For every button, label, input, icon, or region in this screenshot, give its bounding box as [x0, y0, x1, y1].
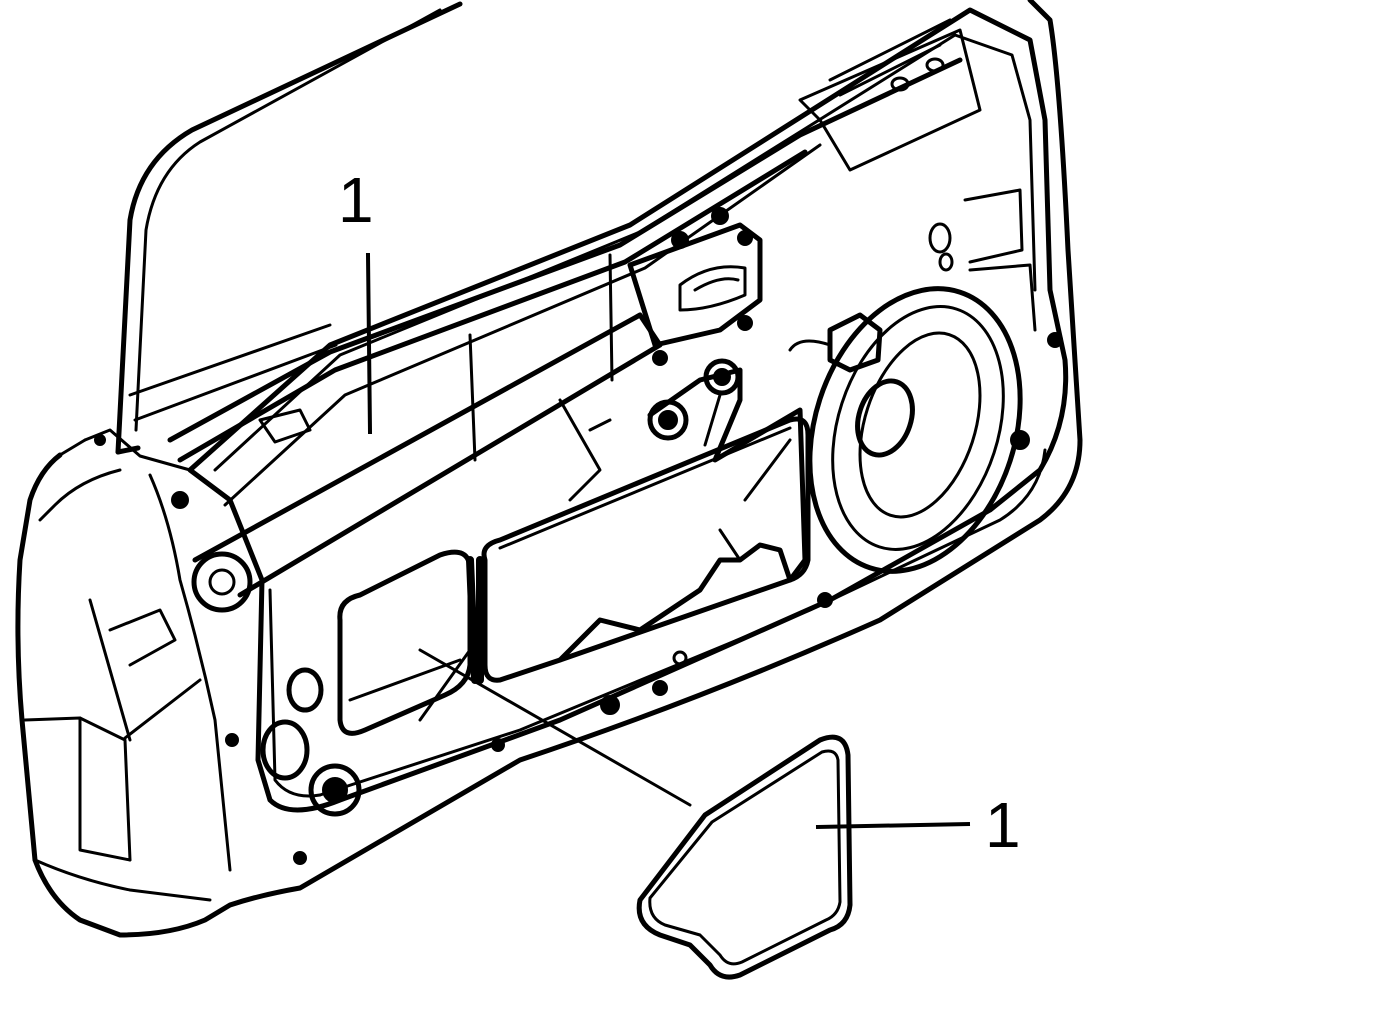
cover-leader-line — [418, 648, 692, 807]
callout-upper-label: 1 — [338, 164, 374, 236]
window-glass — [115, 1, 463, 455]
callout-upper-leader — [365, 252, 373, 435]
left-access-hole — [337, 549, 479, 736]
callout-lower: 1 — [815, 789, 1021, 861]
speaker — [788, 286, 1063, 574]
callout-lower-leader — [815, 821, 971, 830]
callout-upper: 1 — [338, 164, 374, 435]
center-access-hole — [476, 416, 811, 684]
access-cover-panel — [636, 734, 853, 980]
door-shell — [15, 0, 1083, 938]
regulator-motor — [647, 358, 808, 583]
callout-lower-label: 1 — [985, 789, 1021, 861]
regulator-track — [167, 18, 982, 463]
door-handle-assembly — [627, 207, 763, 366]
panel-fasteners — [94, 188, 1037, 865]
